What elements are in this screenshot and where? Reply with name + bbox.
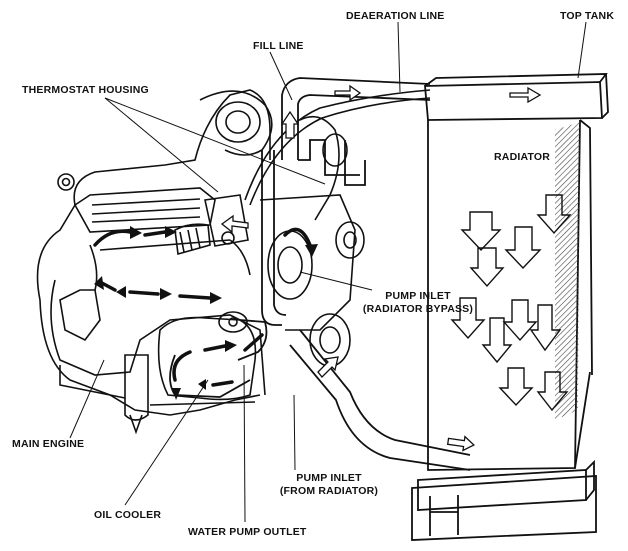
deaeration-line-pipe [244, 89, 431, 206]
radiator-assembly [411, 73, 609, 541]
label-deaeration-line: DEAERATION LINE [346, 10, 445, 22]
engine-flow-arrows [93, 227, 312, 387]
label-pump-inlet-bypass: PUMP INLET (RADIATOR BYPASS) [358, 290, 478, 316]
label-pump-inlet-bypass-line1: PUMP INLET [385, 290, 451, 302]
label-water-pump-outlet: WATER PUMP OUTLET [188, 526, 307, 538]
label-thermostat-housing: THERMOSTAT HOUSING [22, 84, 149, 96]
label-pump-inlet-from-radiator-line1: PUMP INLET [296, 472, 362, 484]
main-engine-block [36, 89, 365, 435]
leader-lines [69, 21, 587, 523]
engine-flow-arrowheads [94, 226, 318, 400]
label-fill-line: FILL LINE [253, 40, 304, 52]
oil-cooler-body [157, 311, 257, 401]
fill-line-pipe [281, 77, 431, 160]
radiator-flow-arrows [450, 194, 572, 412]
label-radiator: RADIATOR [494, 151, 551, 163]
label-pump-inlet-from-radiator: PUMP INLET (FROM RADIATOR) [270, 472, 388, 498]
pipe-flow-arrows [220, 84, 542, 452]
radiator-outlet-pipe [289, 329, 471, 471]
label-main-engine: MAIN ENGINE [12, 438, 85, 450]
thermostat-housing-body [174, 194, 249, 256]
label-top-tank: TOP TANK [560, 10, 615, 22]
label-pump-inlet-bypass-line2: (RADIATOR BYPASS) [362, 303, 474, 315]
label-oil-cooler: OIL COOLER [94, 509, 162, 521]
label-pump-inlet-from-radiator-line2: (FROM RADIATOR) [279, 485, 379, 497]
